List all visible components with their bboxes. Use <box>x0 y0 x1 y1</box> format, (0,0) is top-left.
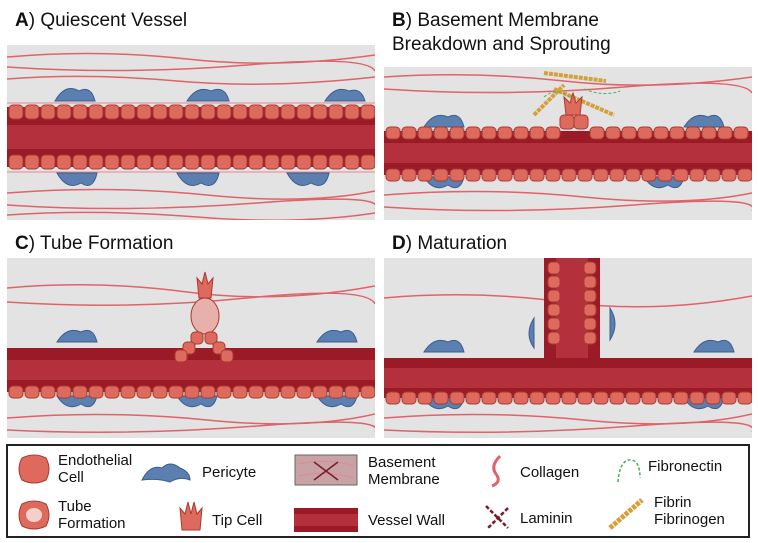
panel-b-scene <box>384 67 752 220</box>
endothelial-cells-bottom <box>8 154 375 170</box>
panel-b: B) Basement Membrane Breakdown and Sprou… <box>384 5 752 220</box>
sprout-tip-cell <box>559 91 589 130</box>
tube-formation-sprout <box>174 271 234 363</box>
panel-c-scene <box>7 258 375 438</box>
basement-membrane-icon <box>294 454 358 486</box>
panel-c: C) Tube Formation <box>7 228 375 438</box>
legend-vessel-wall-label: Vessel Wall <box>368 512 445 529</box>
legend-collagen-label: Collagen <box>520 464 580 481</box>
endothelial-cell-icon <box>18 454 50 484</box>
panel-c-title: C) Tube Formation <box>15 233 174 254</box>
legend-laminin-label: Laminin <box>520 510 573 527</box>
laminin-icon <box>485 505 509 529</box>
panel-a-scene <box>7 45 375 220</box>
panel-a: A) Quiescent Vessel <box>7 5 375 220</box>
collagen-icon <box>491 454 502 488</box>
panel-b-title-line2: Breakdown and Sprouting <box>392 34 611 55</box>
tip-cell-icon <box>179 501 203 531</box>
pericyte-icon <box>141 463 191 483</box>
legend-fibronectin-label: Fibronectin <box>648 458 723 475</box>
fibronectin-icon <box>617 459 641 483</box>
panel-d: D) Maturation <box>384 228 752 438</box>
legend-tip-label: Tip Cell <box>212 512 263 529</box>
vessel-wall-icon <box>294 508 358 532</box>
panel-d-title: D) Maturation <box>392 233 508 254</box>
panel-a-title: A) Quiescent Vessel <box>15 10 188 31</box>
basement-membrane <box>7 102 375 173</box>
panel-d-scene <box>384 258 752 438</box>
pericytes <box>54 88 366 186</box>
collagen-fibers <box>7 52 375 220</box>
panel-b-title: B) Basement Membrane <box>392 10 599 31</box>
endothelial-cells-top <box>8 104 375 120</box>
tube-formation-icon <box>18 500 50 530</box>
fibrin-icon <box>608 498 644 530</box>
legend-pericyte-label: Pericyte <box>202 464 257 481</box>
